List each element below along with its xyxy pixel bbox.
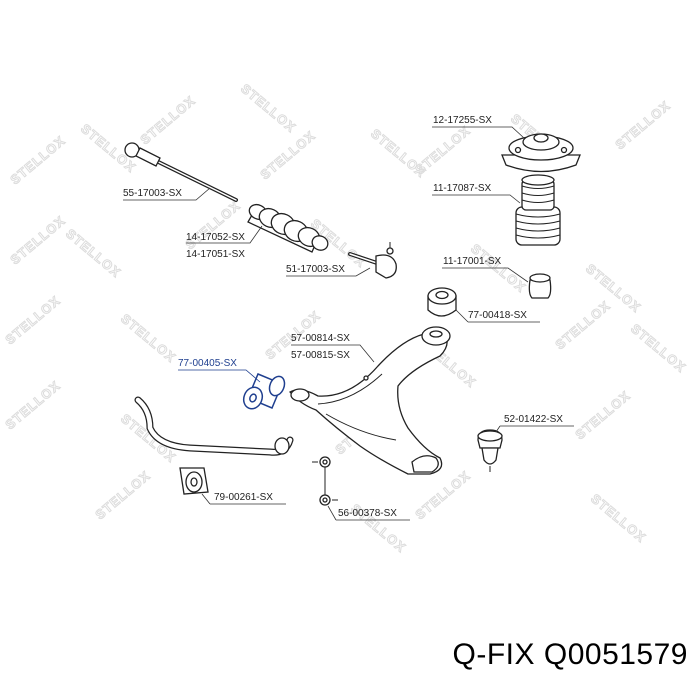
watermark: STELLOX bbox=[92, 468, 153, 523]
watermark: STELLOX bbox=[7, 133, 68, 188]
watermark: STELLOX bbox=[7, 213, 68, 268]
watermark: STELLOX bbox=[63, 226, 124, 281]
watermark: STELLOX bbox=[182, 198, 243, 253]
part-stabilizer-bar[interactable] bbox=[134, 396, 294, 456]
watermark: STELLOX bbox=[2, 293, 63, 348]
part-label: 57-00814-SX bbox=[291, 333, 350, 344]
part-label: 56-00378-SX bbox=[338, 508, 397, 519]
part-arm-bushing-front[interactable]: 77-00405-SX bbox=[178, 358, 287, 412]
part-strut-boot[interactable]: 11-17087-SX bbox=[432, 174, 561, 246]
part-label: 77-00418-SX bbox=[468, 310, 527, 321]
watermark: STELLOX bbox=[412, 123, 473, 178]
part-number: Q0051579 bbox=[543, 638, 688, 671]
brand-name: Q-FIX bbox=[452, 638, 536, 671]
part-label: 77-00405-SX bbox=[178, 358, 237, 369]
watermark: STELLOX bbox=[137, 93, 198, 148]
part-label: 12-17255-SX bbox=[433, 115, 492, 126]
part-label: 14-17051-SX bbox=[186, 249, 245, 260]
part-strut-mount[interactable]: 12-17255-SX bbox=[432, 115, 581, 173]
part-bump-stop[interactable]: 11-17001-SX bbox=[442, 256, 552, 299]
part-lower-control-arm[interactable]: 57-00814-SX 57-00815-SX bbox=[289, 326, 451, 475]
part-label: 57-00815-SX bbox=[291, 350, 350, 361]
watermark: STELLOX bbox=[257, 128, 318, 183]
watermark: STELLOX bbox=[238, 81, 299, 136]
watermark-layer: STELLOX STELLOX STELLOX STELLOX STELLOX … bbox=[2, 80, 690, 556]
part-label: 11-17001-SX bbox=[443, 256, 502, 267]
part-label: 51-17003-SX bbox=[286, 264, 345, 275]
watermark: STELLOX bbox=[2, 378, 63, 433]
part-ball-joint[interactable]: 52-01422-SX bbox=[477, 414, 574, 472]
watermark: STELLOX bbox=[612, 98, 673, 153]
part-label: 14-17052-SX bbox=[186, 232, 245, 243]
watermark: STELLOX bbox=[412, 468, 473, 523]
watermark: STELLOX bbox=[552, 298, 613, 353]
part-stabilizer-bushing[interactable]: 79-00261-SX bbox=[179, 467, 286, 505]
part-arm-bushing-rear[interactable]: 77-00418-SX bbox=[427, 287, 540, 323]
part-label: 11-17087-SX bbox=[433, 183, 492, 194]
watermark: STELLOX bbox=[588, 491, 649, 546]
part-label: 55-17003-SX bbox=[123, 188, 182, 199]
part-inner-tie-rod[interactable]: 55-17003-SX bbox=[123, 142, 238, 202]
part-number-caption: Q-FIX Q0051579 bbox=[0, 638, 700, 688]
part-steering-boot[interactable]: 14-17052-SX 14-17051-SX bbox=[186, 202, 330, 260]
part-label: 79-00261-SX bbox=[214, 492, 273, 503]
part-label: 52-01422-SX bbox=[504, 414, 563, 425]
parts-diagram: STELLOX STELLOX STELLOX STELLOX STELLOX … bbox=[2, 80, 690, 556]
watermark: STELLOX bbox=[628, 321, 689, 376]
watermark: STELLOX bbox=[118, 311, 179, 366]
watermark: STELLOX bbox=[572, 388, 633, 443]
part-stabilizer-link[interactable]: 56-00378-SX bbox=[312, 456, 410, 521]
part-tie-rod-end[interactable]: 51-17003-SX bbox=[286, 242, 397, 279]
